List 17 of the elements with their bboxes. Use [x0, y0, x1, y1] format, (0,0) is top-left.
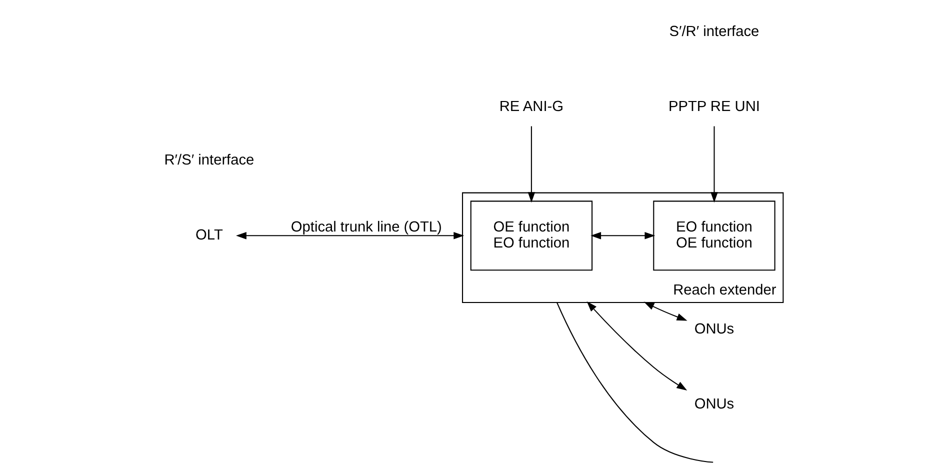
arrow: [235, 231, 464, 239]
arrow: [643, 301, 687, 320]
node-text: OLT: [195, 227, 222, 244]
arrow: [586, 300, 687, 390]
node-text: ONUs: [694, 321, 734, 338]
label: S′/R′ interface: [668, 23, 759, 40]
label: R′/S′ interface: [164, 152, 254, 168]
node-text: RE ANI-G: [498, 98, 564, 115]
node-box: OE function EO function: [470, 200, 592, 270]
edge-label: Optical trunk line (OTL): [290, 219, 442, 236]
node-box: EO function OE function: [652, 200, 775, 270]
connector: [556, 302, 713, 462]
node-text: PPTP RE UNI: [668, 98, 760, 115]
arrow: [590, 231, 655, 239]
arrow: [710, 126, 718, 202]
node-text: ONUs: [694, 396, 734, 412]
arrow: [527, 126, 535, 202]
